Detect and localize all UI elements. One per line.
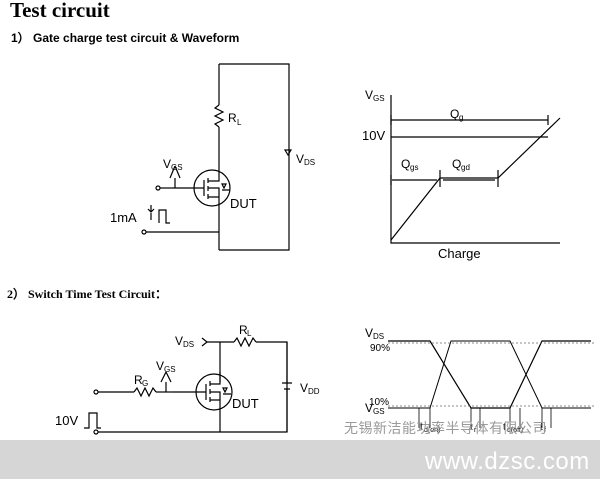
vgs-wave-label: V <box>365 401 373 415</box>
vgs-label-2: V <box>156 359 164 373</box>
rl-label-2: R <box>239 323 248 337</box>
vgs-sub: GS <box>171 163 183 172</box>
dut-label-2: DUT <box>232 396 259 411</box>
footer-site-text: www.dzsc.com <box>425 448 590 475</box>
qg-label: Q <box>450 107 459 121</box>
rg-sub: G <box>142 379 148 388</box>
section1-heading: 1） Gate charge test circuit & Waveform <box>11 31 240 45</box>
tdoff-sub: d(off) <box>507 427 523 434</box>
qgd-label: Q <box>452 157 461 171</box>
p90-label: 90% <box>370 343 390 354</box>
rl-label: R <box>228 111 237 125</box>
current-label: 1mA <box>110 210 137 225</box>
tdon-label: t <box>420 422 423 433</box>
rl-sub-2: L <box>247 329 252 338</box>
p10-label: 10% <box>369 397 389 408</box>
watermark: 无锡新洁能功率半导体有限公司 <box>344 420 547 436</box>
tdoff-label: t <box>503 422 506 433</box>
vds-sub: DS <box>304 158 315 167</box>
qgs-sub: gs <box>410 163 418 172</box>
rl-resistor-2 <box>233 336 257 348</box>
pulse-symbol-2 <box>84 412 101 429</box>
switching-waveform <box>388 340 595 428</box>
vds-label-2: V <box>175 334 183 348</box>
vdd-sub: DD <box>308 387 320 396</box>
rg-label: R <box>134 373 143 387</box>
tr-label: t <box>470 422 473 433</box>
vds-wave-label: V <box>365 326 373 340</box>
gate-charge-circuit <box>141 63 293 251</box>
vdd-label: V <box>300 381 308 395</box>
switch-time-circuit <box>84 336 292 435</box>
level-10v-label: 10V <box>362 128 385 143</box>
footer-bar <box>0 440 600 479</box>
rl-sub: L <box>237 118 242 127</box>
dut-label: DUT <box>230 196 257 211</box>
vgs-wave-sub: GS <box>373 407 385 416</box>
vgs-label: V <box>163 157 171 171</box>
pulse-label: 10V <box>55 413 78 428</box>
qgs-label: Q <box>401 157 410 171</box>
waveform-y-label: V <box>365 88 373 102</box>
qgd-sub: gd <box>461 163 470 172</box>
page-title: Test circuit <box>10 0 110 22</box>
rg-resistor <box>133 386 157 398</box>
tr-sub: r <box>474 427 477 434</box>
rl-resistor <box>213 104 225 128</box>
waveform-y-sub: GS <box>373 94 385 103</box>
qg-sub: g <box>459 113 463 122</box>
gate-charge-waveform <box>390 95 561 244</box>
tdon-sub: d(on) <box>424 427 440 434</box>
tf-label: t <box>540 422 543 433</box>
pulse-symbol <box>158 209 170 224</box>
vds-wave-sub: DS <box>373 332 384 341</box>
vds-sub-2: DS <box>183 340 194 349</box>
tf-sub: f <box>544 427 546 434</box>
vgs-sub-2: GS <box>164 365 176 374</box>
x-axis-label: Charge <box>438 246 481 261</box>
section2-heading: 2） Switch Time Test Circuit： <box>7 287 168 301</box>
vds-label: V <box>296 152 304 166</box>
